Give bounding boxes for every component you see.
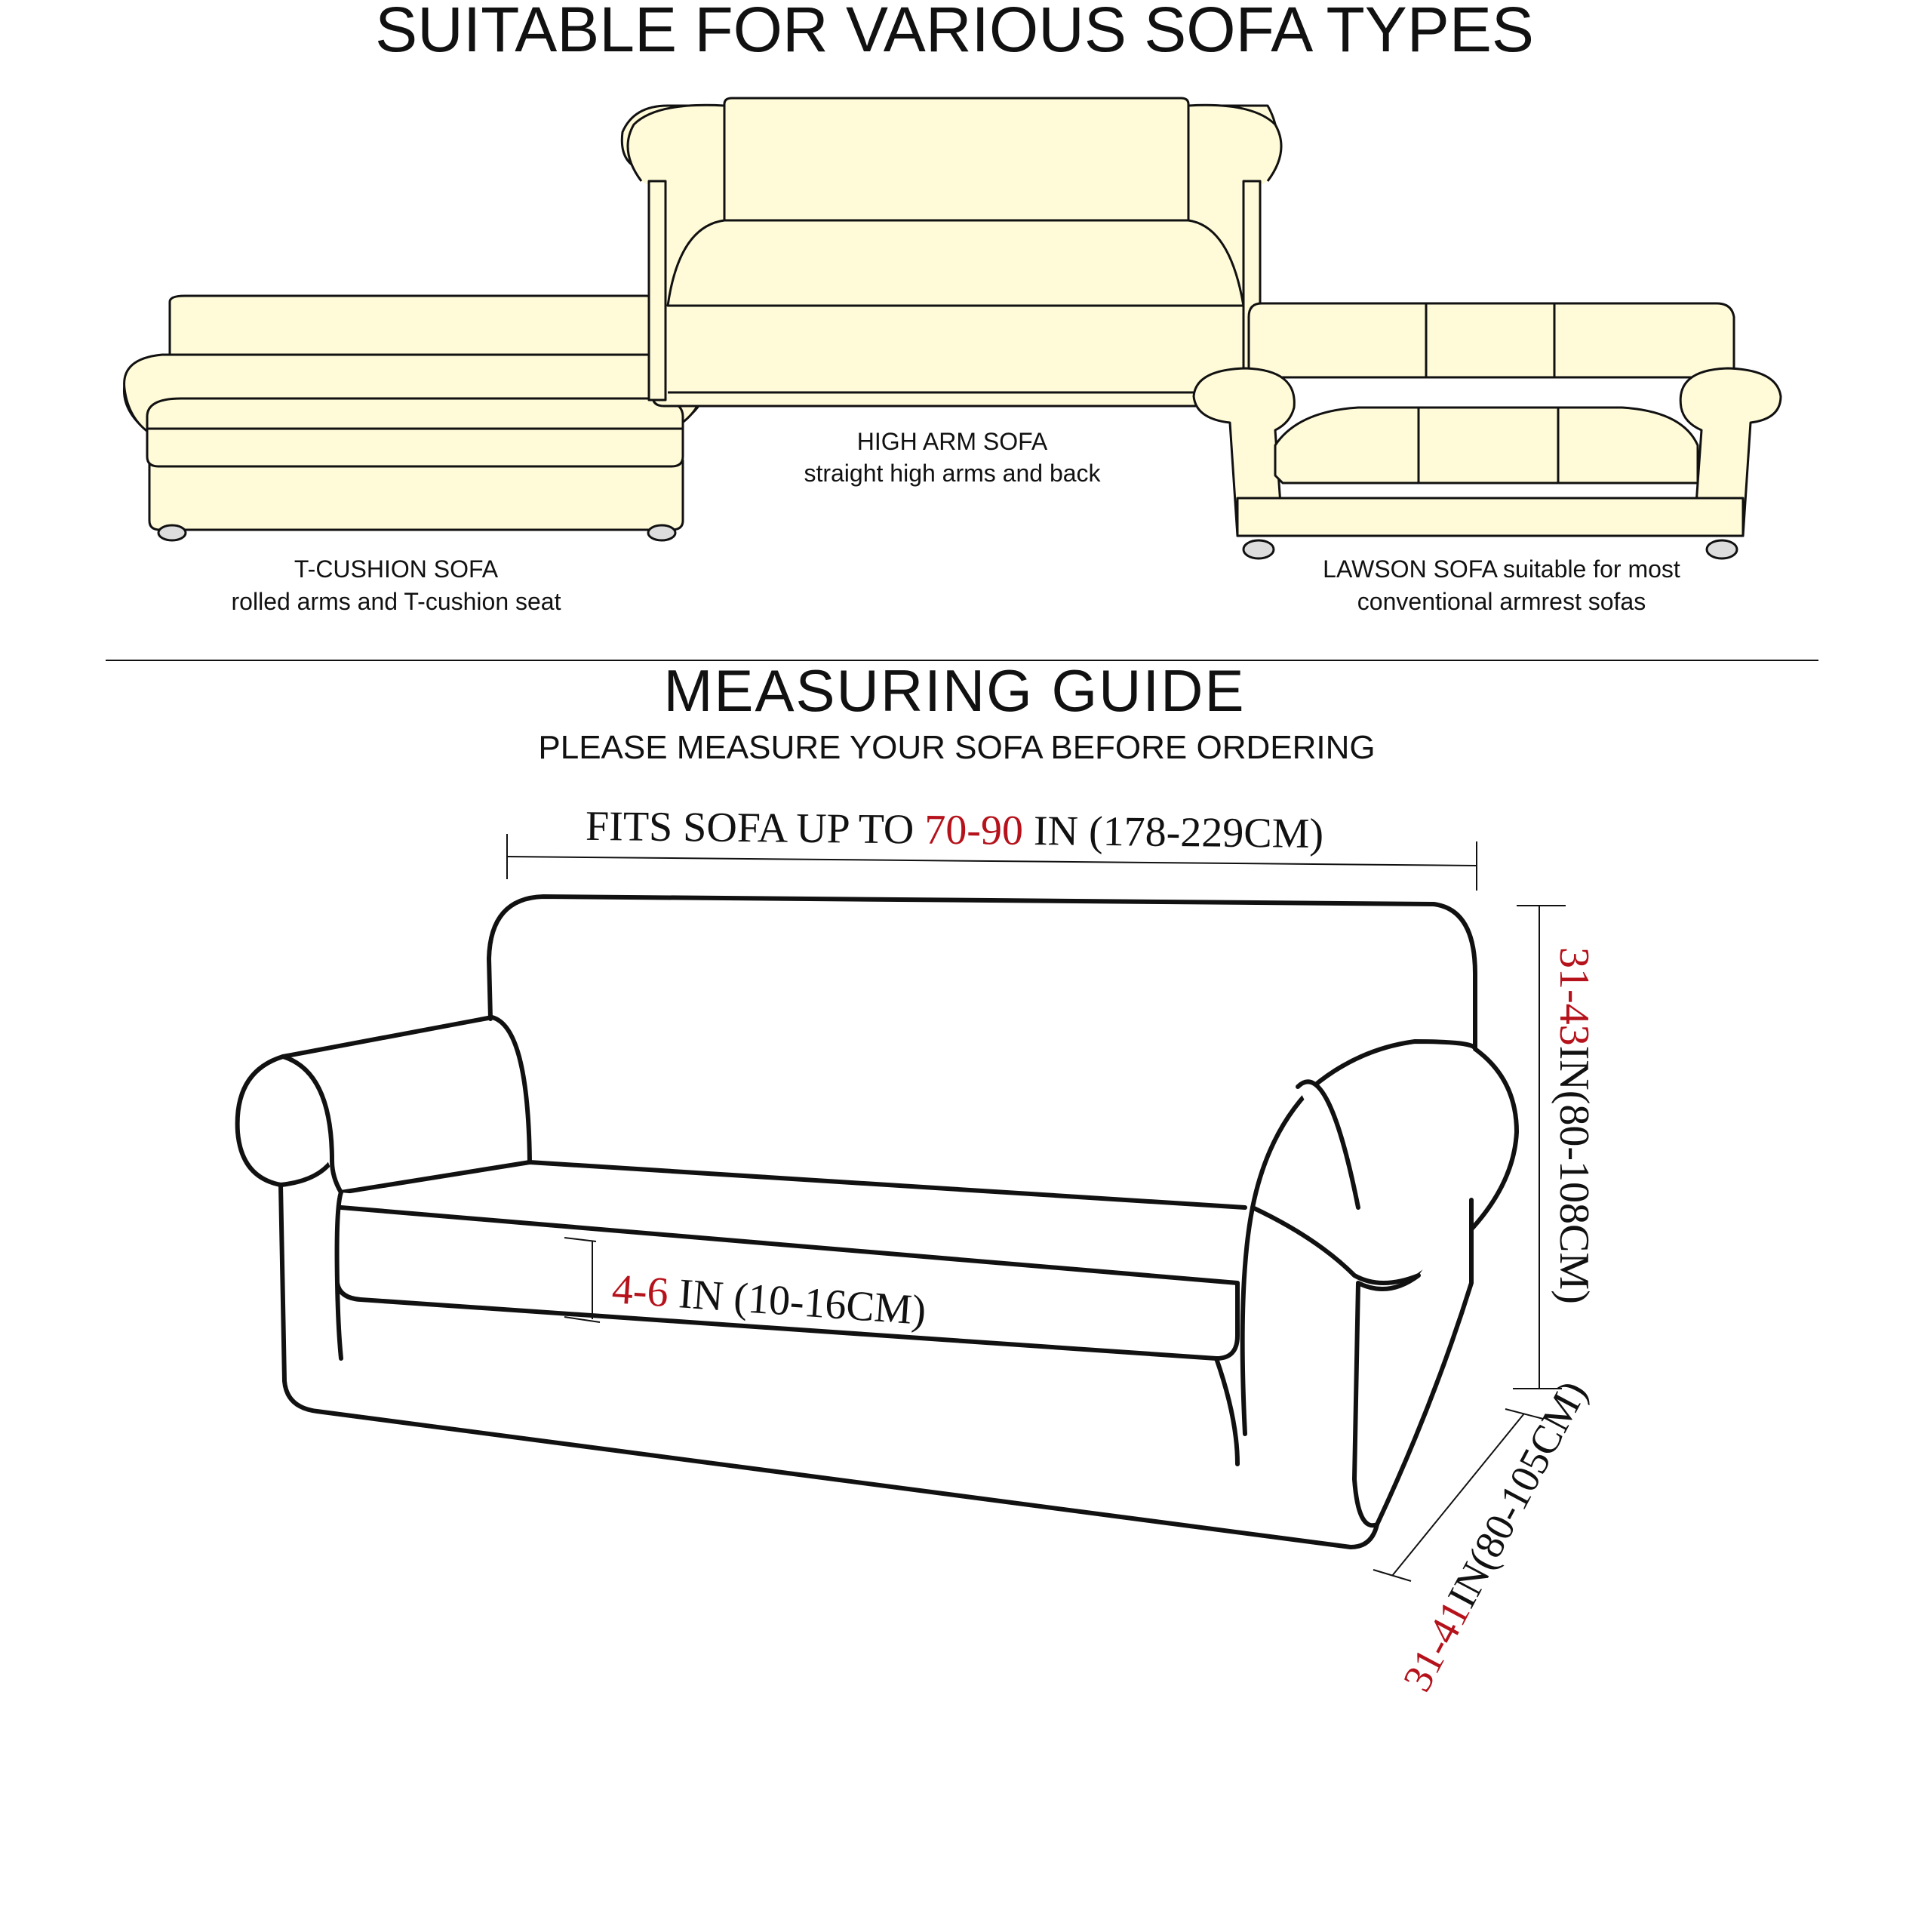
t-cushion-sofa-desc: rolled arms and T-cushion seat [232, 588, 561, 615]
measuring-sofa-outline [235, 894, 1519, 1549]
height-dimension [1513, 905, 1566, 1389]
height-label: 31-43IN(80-108CM) [1551, 947, 1597, 1304]
guide-subtitle: PLEASE MEASURE YOUR SOFA BEFORE ORDERING [538, 729, 1375, 766]
height-label-value: 31-43 [1551, 947, 1597, 1046]
lawson-sofa-desc: conventional armrest sofas [1357, 588, 1646, 615]
width-dimension [506, 834, 1477, 891]
depth-dimension [1373, 1408, 1544, 1582]
t-cushion-sofa-name: T-CUSHION SOFA [294, 555, 499, 583]
width-label-value: 70-90 [924, 807, 1023, 854]
high-arm-sofa-name: HIGH ARM SOFA [857, 428, 1048, 455]
t-cushion-sofa-illustration [122, 294, 707, 542]
cushion-label-value: 4-6 [610, 1266, 670, 1316]
high-arm-sofa-illustration [620, 97, 1283, 408]
width-label-prefix: FITS SOFA UP TO [586, 803, 925, 854]
lawson-sofa-illustration [1192, 302, 1782, 560]
guide-title: MEASURING GUIDE [663, 657, 1245, 724]
width-label-suffix: IN (178-229CM) [1023, 808, 1324, 857]
depth-label-value: 31-41 [1394, 1593, 1479, 1698]
lawson-sofa-name: LAWSON SOFA suitable for most [1323, 555, 1680, 583]
height-label-suffix: IN(80-108CM) [1551, 1046, 1597, 1304]
cushion-dimension [564, 1237, 601, 1323]
high-arm-sofa-desc: straight high arms and back [804, 460, 1101, 487]
depth-label-suffix: IN(80-105CM) [1439, 1374, 1596, 1615]
page-title: SUITABLE FOR VARIOUS SOFA TYPES [375, 0, 1534, 65]
width-label: FITS SOFA UP TO 70-90 IN (178-229CM) [586, 803, 1324, 857]
